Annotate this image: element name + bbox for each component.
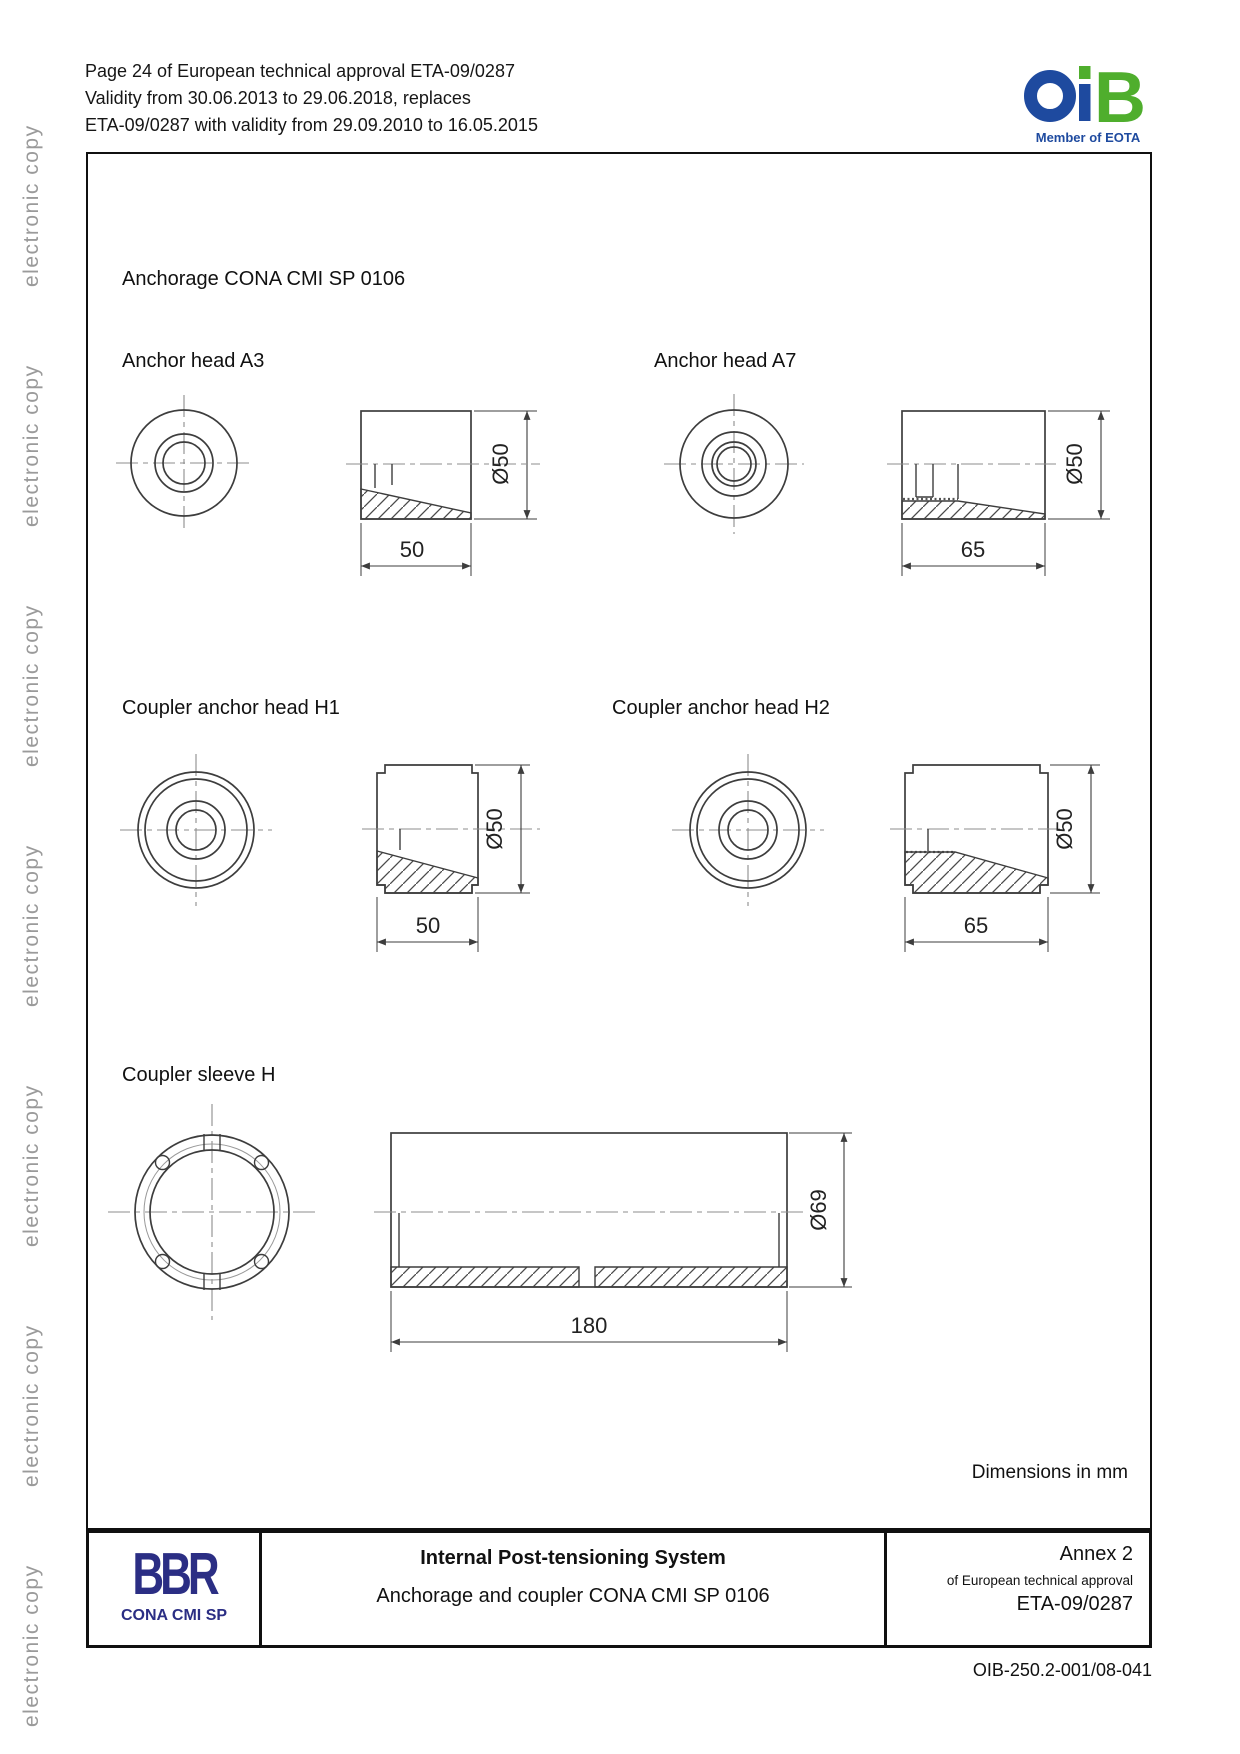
- electronic-copy-watermark: electronic copy: [20, 844, 43, 1007]
- a7-diameter-dimension: Ø50: [1048, 410, 1110, 520]
- label-anchor-head-a3: Anchor head A3: [122, 350, 265, 372]
- oib-logo-i-stem: [1079, 84, 1091, 121]
- anchor-head-a7-drawing: Ø50 65: [664, 394, 1110, 576]
- a3-side-view: [346, 410, 540, 520]
- label-coupler-head-h1: Coupler anchor head H1: [122, 697, 340, 719]
- sleeve-length-dimension: 180: [390, 1291, 788, 1352]
- oib-logo-i-dot: [1079, 66, 1091, 79]
- a7-length-text: 65: [961, 537, 985, 562]
- coupler-head-h1-drawing: Ø50 50: [120, 754, 540, 952]
- footer-table: BBR CONA CMI SP Internal Post-tensioning…: [86, 1530, 1152, 1648]
- technical-drawings: Ø50 50: [108, 394, 1110, 1352]
- electronic-copy-watermark: electronic copy: [20, 1324, 43, 1487]
- a3-length-dimension: 50: [360, 523, 472, 576]
- a3-front-view: [116, 395, 252, 531]
- h1-front-view: [120, 754, 272, 906]
- sleeve-side-view: [374, 1132, 806, 1288]
- annex-number: Annex 2: [1059, 1543, 1133, 1565]
- bbr-logo-caption: CONA CMI SP: [120, 1607, 228, 1624]
- footer-annex-cell: Annex 2 of European technical approval E…: [887, 1533, 1149, 1645]
- drawing-title: Anchorage CONA CMI SP 0106: [122, 268, 406, 290]
- header-line-3: ETA-09/0287 with validity from 29.09.201…: [85, 115, 538, 135]
- h1-diameter-text: Ø50: [482, 808, 507, 850]
- a7-diameter-text: Ø50: [1062, 443, 1087, 485]
- anchor-head-a3-drawing: Ø50 50: [116, 395, 540, 576]
- coupler-sleeve-h-drawing: Ø69 180: [108, 1104, 852, 1352]
- h1-side-view: [362, 764, 540, 894]
- annex-subtitle: of European technical approval: [946, 1573, 1133, 1588]
- annex-eta-reference: ETA-09/0287: [1016, 1593, 1133, 1615]
- label-anchor-head-a7: Anchor head A7: [654, 350, 797, 372]
- footer-brand-cell: BBR CONA CMI SP: [89, 1533, 262, 1645]
- h2-diameter-text: Ø50: [1052, 808, 1077, 850]
- sleeve-diameter-dimension: Ø69: [789, 1132, 852, 1288]
- document-number: OIB-250.2-001/08-041: [972, 1660, 1152, 1680]
- h1-diameter-dimension: Ø50: [475, 764, 530, 894]
- page-header: Page 24 of European technical approval E…: [85, 58, 538, 139]
- a7-length-dimension: 65: [901, 523, 1046, 576]
- footer-system-subtitle: Anchorage and coupler CONA CMI SP 0106: [376, 1585, 770, 1607]
- h2-length-dimension: 65: [904, 897, 1049, 952]
- header-line-2: Validity from 30.06.2013 to 29.06.2018, …: [85, 88, 471, 108]
- sleeve-length-text: 180: [571, 1313, 608, 1338]
- electronic-copy-watermark: electronic copy: [20, 1564, 43, 1727]
- electronic-copy-watermark: electronic copy: [20, 1084, 43, 1247]
- sleeve-diameter-text: Ø69: [806, 1189, 831, 1231]
- electronic-copy-watermark: electronic copy: [20, 124, 43, 287]
- bbr-logo: BBR: [132, 1541, 219, 1608]
- footer-system-title: Internal Post-tensioning System: [420, 1547, 726, 1569]
- electronic-copy-watermark: electronic copy: [20, 364, 43, 527]
- label-coupler-sleeve-h: Coupler sleeve H: [122, 1064, 276, 1086]
- electronic-copy-watermark: electronic copy: [20, 604, 43, 767]
- oib-logo-o: [1024, 70, 1076, 122]
- h2-length-text: 65: [964, 913, 988, 938]
- oib-logo-b: B: [1094, 64, 1146, 128]
- a7-front-view: [664, 394, 804, 534]
- a3-length-text: 50: [400, 537, 424, 562]
- footer-title-cell: Internal Post-tensioning System Anchorag…: [262, 1533, 887, 1645]
- a3-diameter-dimension: Ø50: [474, 410, 537, 520]
- dimensions-note: Dimensions in mm: [971, 1462, 1128, 1483]
- header-line-1: Page 24 of European technical approval E…: [85, 61, 515, 81]
- coupler-head-h2-drawing: Ø50 65: [672, 754, 1100, 952]
- h2-front-view: [672, 754, 824, 906]
- a3-diameter-text: Ø50: [488, 443, 513, 485]
- a7-side-view: [887, 410, 1056, 520]
- h2-diameter-dimension: Ø50: [1050, 764, 1100, 894]
- sleeve-front-view: [108, 1104, 316, 1320]
- oib-member-caption: Member of EOTA: [1035, 130, 1141, 145]
- label-coupler-head-h2: Coupler anchor head H2: [612, 697, 830, 719]
- oib-logo: B: [1024, 64, 1146, 128]
- h1-length-dimension: 50: [376, 897, 479, 952]
- h1-length-text: 50: [416, 913, 440, 938]
- h2-side-view: [890, 764, 1060, 894]
